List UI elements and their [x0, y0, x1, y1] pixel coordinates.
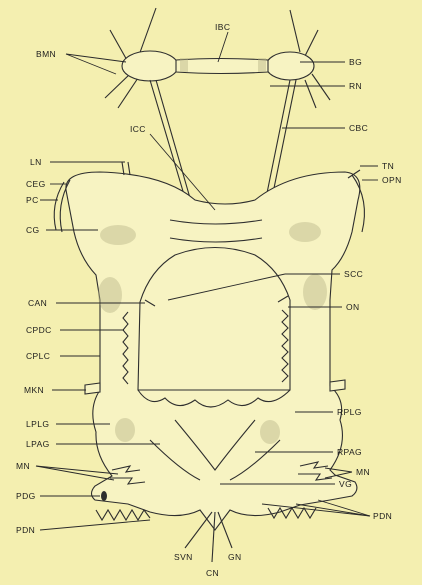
- label-bmn: BMN: [36, 49, 56, 59]
- right-cerebro-buccal-connective: [266, 80, 290, 198]
- label-vg: VG: [339, 479, 352, 489]
- leader-pdn-right-1: [318, 500, 370, 516]
- label-rpag: RPAG: [337, 447, 362, 457]
- label-mkn: MKN: [24, 385, 44, 395]
- right-nerve-3: [312, 74, 330, 100]
- cg-shade-right: [289, 222, 321, 242]
- bmn-nerve-3: [105, 74, 130, 98]
- left-cerebro-buccal-connective-2: [156, 80, 190, 198]
- ibc-shade-1: [180, 58, 188, 72]
- left-ceg-arc: [54, 182, 64, 230]
- label-on: ON: [346, 302, 360, 312]
- right-nerve-4: [305, 80, 316, 108]
- ln-stub-2: [128, 162, 130, 175]
- leader-ibc: [218, 32, 228, 62]
- rplg-shade: [260, 420, 280, 444]
- label-cplc: CPLC: [26, 351, 50, 361]
- label-gn: GN: [228, 552, 242, 562]
- label-cn: CN: [206, 568, 219, 578]
- label-can: CAN: [28, 298, 47, 308]
- label-pc: PC: [26, 195, 39, 205]
- left-pdn-teeth: [96, 510, 150, 520]
- buccal-complex: [105, 8, 330, 198]
- inter-buccal-commissure: [176, 59, 268, 74]
- label-bg: BG: [349, 57, 362, 67]
- label-tn: TN: [382, 161, 394, 171]
- label-ceg: CEG: [26, 179, 46, 189]
- label-ln: LN: [30, 157, 42, 167]
- label-opn: OPN: [382, 175, 402, 185]
- label-mn-right: MN: [356, 467, 370, 477]
- label-cg: CG: [26, 225, 40, 235]
- label-rn: RN: [349, 81, 362, 91]
- label-pdg: PDG: [16, 491, 36, 501]
- leader-mn-left-2: [36, 466, 114, 480]
- cg-shade-left: [100, 225, 136, 245]
- pleural-shade-right: [303, 274, 327, 310]
- label-pdn-right: PDN: [373, 511, 392, 521]
- label-svn: SVN: [174, 552, 193, 562]
- label-icc: ICC: [130, 124, 146, 134]
- right-buccal-ganglion: [266, 52, 314, 80]
- lplg-shade: [115, 418, 135, 442]
- label-lpag: LPAG: [26, 439, 50, 449]
- label-mn-left: MN: [16, 461, 30, 471]
- mkn-stub: [85, 383, 100, 394]
- svn-nerve: [185, 512, 212, 548]
- label-pdn-left: PDN: [16, 525, 35, 535]
- ganglionic-ring: [66, 172, 360, 530]
- ibc-shade-2: [258, 58, 266, 72]
- bmn-nerve-1: [138, 8, 156, 58]
- right-mkn-stub: [330, 380, 345, 391]
- right-nerve-1: [290, 10, 300, 52]
- pdg-dot: [101, 491, 107, 501]
- label-rplg: RPLG: [337, 407, 362, 417]
- label-ibc: IBC: [215, 22, 230, 32]
- bmn-nerve-2: [110, 30, 128, 62]
- left-buccal-ganglion: [122, 51, 178, 81]
- leader-pdn-left: [40, 520, 150, 530]
- label-lplg: LPLG: [26, 419, 49, 429]
- label-scc: SCC: [344, 269, 363, 279]
- pleural-shade-left: [98, 277, 122, 313]
- label-cpdc: CPDC: [26, 325, 52, 335]
- label-cbc: CBC: [349, 123, 368, 133]
- right-nerve-2: [305, 30, 318, 56]
- inner-aperture: [138, 248, 290, 391]
